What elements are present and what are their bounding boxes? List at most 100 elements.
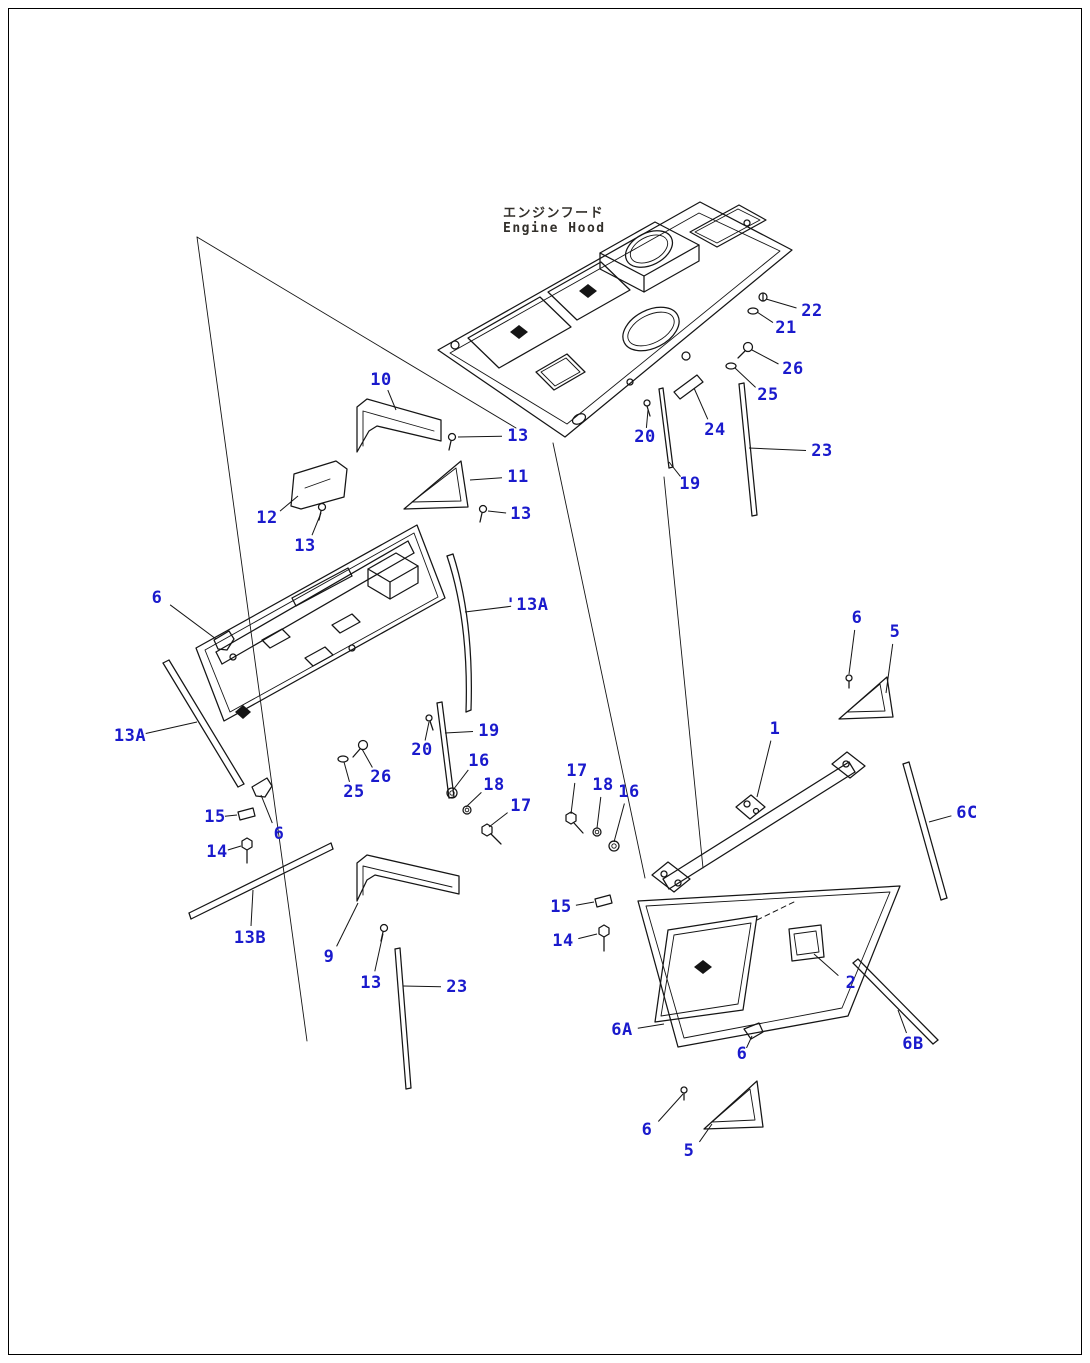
rod-19 bbox=[658, 387, 674, 469]
diagram-title: エンジンフード Engine Hood bbox=[503, 206, 606, 236]
stiffener-rail bbox=[215, 540, 415, 665]
callout-9: 9 bbox=[323, 947, 335, 967]
strip-13b bbox=[188, 842, 334, 920]
bolt-14 bbox=[598, 924, 610, 938]
callout-17: 17 bbox=[566, 761, 588, 781]
leader-line-6B bbox=[897, 1009, 907, 1034]
bracket-11 bbox=[403, 460, 469, 510]
hood-outline bbox=[437, 201, 793, 438]
callout-14: 14 bbox=[552, 931, 574, 951]
bolt-17 bbox=[481, 823, 493, 837]
leader-line-25 bbox=[343, 761, 350, 783]
front-panel bbox=[162, 524, 472, 799]
callout-6: 6 bbox=[736, 1044, 748, 1064]
leader-line-5 bbox=[885, 643, 894, 694]
bolt-14 bbox=[241, 837, 253, 851]
callout-11: 11 bbox=[507, 467, 529, 487]
projection-lines bbox=[196, 236, 704, 1042]
callout-21: 21 bbox=[775, 318, 797, 338]
callout-14: 14 bbox=[206, 842, 228, 862]
callout-6A: 6A bbox=[611, 1020, 633, 1040]
air-cleaner-box bbox=[599, 221, 700, 293]
bolt-hole bbox=[626, 378, 634, 386]
bolt-hole bbox=[681, 351, 691, 361]
leader-line-14 bbox=[227, 845, 242, 851]
latch-6 bbox=[743, 1022, 764, 1040]
callout-17: 17 bbox=[510, 796, 532, 816]
bolt-26 bbox=[742, 341, 754, 353]
leader-line-17 bbox=[570, 782, 576, 815]
callout-12: 12 bbox=[256, 508, 278, 528]
bolt-13 bbox=[379, 923, 389, 933]
leader-line-13 bbox=[487, 510, 507, 514]
callout-15: 15 bbox=[204, 807, 226, 827]
leader-line-6 bbox=[657, 1093, 684, 1122]
callout-6: 6 bbox=[641, 1120, 653, 1140]
leader-line-13 bbox=[457, 435, 503, 438]
leader-line-6 bbox=[848, 629, 856, 675]
hood-cutout-2 bbox=[547, 261, 631, 321]
callout-13B: 13B bbox=[233, 928, 267, 948]
hinge-brackets bbox=[290, 398, 488, 523]
leader-line-24 bbox=[693, 387, 709, 420]
leader-line-6A bbox=[637, 1023, 665, 1029]
grip-24 bbox=[673, 374, 704, 400]
leader-line-15 bbox=[575, 901, 595, 906]
callout-25: 25 bbox=[757, 385, 779, 405]
washer-25 bbox=[337, 755, 349, 763]
bolt-26 bbox=[357, 739, 369, 751]
pin-20 bbox=[425, 714, 433, 722]
oval-hole bbox=[622, 306, 680, 352]
leader-lines bbox=[145, 298, 952, 1143]
bolt-17 bbox=[565, 811, 577, 825]
gusset-5 bbox=[838, 676, 894, 720]
leader-line-18 bbox=[596, 796, 602, 829]
strip-6b bbox=[852, 958, 939, 1045]
hood-top-panel bbox=[437, 201, 793, 438]
callout-16: 16 bbox=[468, 751, 490, 771]
leader-line-6 bbox=[260, 794, 273, 824]
bolt-6 bbox=[680, 1086, 688, 1094]
direction-mark bbox=[579, 284, 597, 298]
panel-slot bbox=[331, 613, 361, 634]
leader-line-20 bbox=[424, 721, 430, 741]
callout-23: 23 bbox=[446, 977, 468, 997]
bracket-10 bbox=[356, 398, 442, 453]
callout-13: 13 bbox=[510, 504, 532, 524]
leader-line-15 bbox=[224, 814, 238, 817]
leader-line-13 bbox=[374, 933, 384, 972]
callout-6: 6 bbox=[273, 824, 285, 844]
leader-line-14 bbox=[578, 933, 598, 940]
callout-23: 23 bbox=[811, 441, 833, 461]
panel-slot bbox=[261, 628, 291, 649]
callout-18: 18 bbox=[592, 775, 614, 795]
direction-mark bbox=[510, 325, 528, 339]
seal-strip-13a-left bbox=[162, 659, 245, 788]
clip-15 bbox=[594, 894, 613, 908]
panel-slot bbox=[304, 646, 334, 667]
bracket-12 bbox=[290, 460, 348, 510]
leader-line-6C bbox=[928, 815, 952, 823]
callout-15: 15 bbox=[550, 897, 572, 917]
callout-13: 13 bbox=[360, 973, 382, 993]
support-bar-1 bbox=[651, 751, 866, 893]
direction-mark bbox=[235, 705, 251, 719]
rod-23 bbox=[394, 947, 412, 1090]
hood-cutout-1 bbox=[467, 296, 572, 369]
callout-6B: 6B bbox=[902, 1034, 924, 1054]
plate-2 bbox=[788, 924, 825, 962]
nut-16 bbox=[608, 840, 620, 852]
bolt-hole bbox=[743, 219, 751, 227]
leader-line-1 bbox=[756, 740, 772, 798]
leader-line-10 bbox=[387, 389, 397, 411]
panel-box bbox=[367, 552, 419, 600]
leader-line-16 bbox=[452, 769, 469, 791]
side-panel-opening bbox=[654, 915, 758, 1023]
direction-mark bbox=[694, 960, 712, 974]
bolt-13 bbox=[317, 502, 327, 512]
leader-line-9 bbox=[336, 902, 359, 947]
leader-line-13 bbox=[311, 512, 322, 536]
callout-24: 24 bbox=[704, 420, 726, 440]
callout-16: 16 bbox=[618, 782, 640, 802]
side-panel-outline bbox=[637, 885, 901, 1048]
